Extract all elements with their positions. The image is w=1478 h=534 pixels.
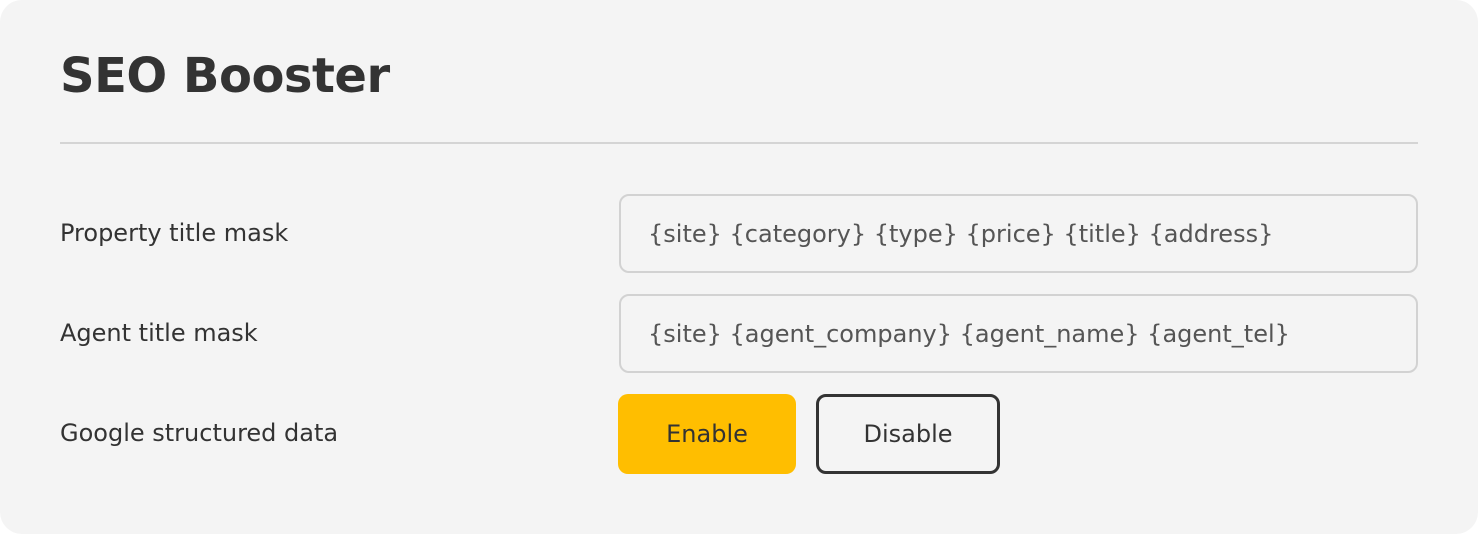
google-structured-data-label: Google structured data bbox=[60, 419, 339, 447]
enable-button[interactable]: Enable bbox=[618, 394, 796, 474]
property-title-mask-input[interactable] bbox=[619, 194, 1418, 273]
agent-title-mask-label: Agent title mask bbox=[60, 319, 258, 347]
title-divider bbox=[60, 142, 1418, 144]
agent-title-mask-input[interactable] bbox=[619, 294, 1418, 373]
panel-title: SEO Booster bbox=[60, 48, 390, 104]
property-title-mask-label: Property title mask bbox=[60, 219, 289, 247]
disable-button[interactable]: Disable bbox=[816, 394, 1000, 474]
